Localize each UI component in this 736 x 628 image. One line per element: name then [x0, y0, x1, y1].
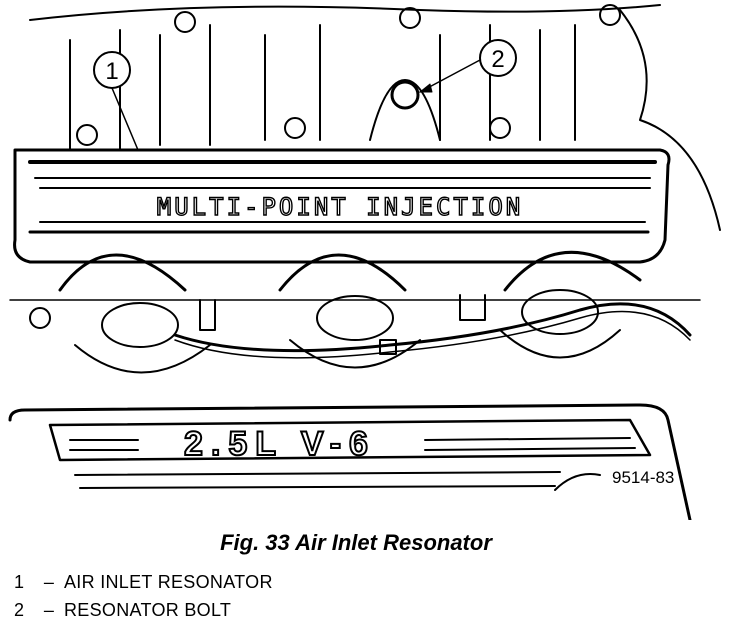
injector-boot [316, 295, 394, 341]
callout-number-1: 1 [105, 58, 118, 85]
engine-illustration: MULTI-POINT INJECTION 2.5L V-6 1 2 [8, 4, 721, 520]
legend-item: 1–AIR INLET RESONATOR [14, 572, 273, 593]
legend-dash: – [43, 572, 55, 592]
injector-boot [521, 289, 599, 335]
bolt [599, 4, 621, 26]
bolt [489, 117, 511, 139]
bolt [284, 117, 306, 139]
resonator-bolt [390, 80, 420, 110]
callout-leader-1 [111, 87, 139, 151]
bolt [76, 124, 98, 146]
legend-item: 2–RESONATOR BOLT [14, 600, 231, 621]
legend-dash: – [43, 600, 55, 620]
manifold-runner [69, 29, 121, 151]
figure-code-arrow [554, 473, 601, 491]
runner-arch [503, 250, 642, 292]
bolt [174, 11, 196, 33]
figure-code: 9514-83 [612, 468, 675, 487]
runner-arch [58, 253, 187, 292]
figure-caption: Fig. 33 Air Inlet Resonator [0, 530, 736, 556]
manifold-top-edge [29, 4, 661, 21]
legend-number: 2 [14, 600, 25, 620]
resonator-engraving: MULTI-POINT INJECTION [157, 193, 523, 221]
callout-circle-2 [479, 39, 517, 77]
manifold-runner [439, 24, 491, 141]
legend-label: AIR INLET RESONATOR [64, 572, 273, 592]
engine-cover [8, 403, 692, 520]
runner-arch [278, 253, 407, 292]
manifold-runner [264, 24, 321, 141]
manifold-runner [539, 24, 576, 141]
legend-number: 1 [14, 572, 25, 592]
callout-circle-1 [93, 51, 131, 89]
injector-boot [101, 302, 179, 348]
callout-number-2: 2 [491, 46, 504, 73]
legend-label: RESONATOR BOLT [64, 600, 232, 620]
cover-engraving: 2.5L V-6 [184, 425, 376, 463]
bolt [29, 307, 51, 329]
wire-harness [173, 302, 692, 353]
figure-caption-text: Fig. 33 Air Inlet Resonator [220, 530, 492, 555]
resonator-boss [369, 79, 441, 141]
manifold-runner [159, 24, 211, 146]
bolt [399, 7, 421, 29]
resonator-body [13, 148, 671, 264]
